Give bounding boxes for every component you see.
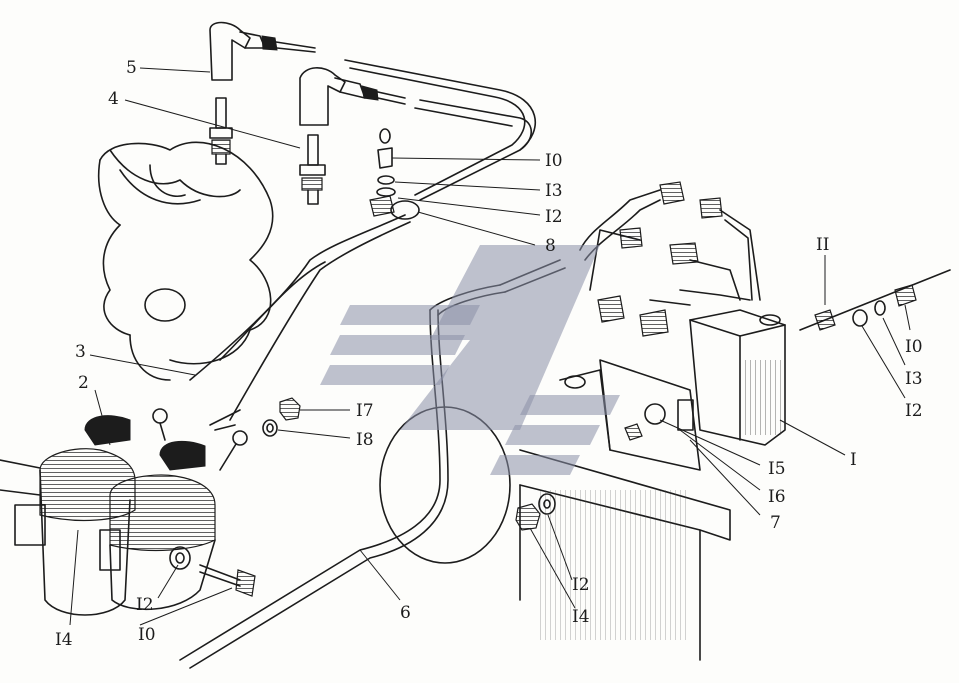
callout-16: I6 xyxy=(768,487,786,507)
radiator-panel xyxy=(519,449,731,661)
callout-10-bottom: I0 xyxy=(138,625,156,645)
bolt-10-bottom xyxy=(199,564,256,597)
control-unit xyxy=(689,309,786,446)
callout-15: I5 xyxy=(768,459,786,479)
callout-6: 6 xyxy=(400,603,411,623)
callout-10-right: I0 xyxy=(905,337,923,357)
spark-plug-cap-right xyxy=(299,67,406,126)
callout-10-top: I0 xyxy=(545,151,563,171)
callout-5: 5 xyxy=(126,58,137,78)
callout-1: I xyxy=(850,450,857,470)
callout-13-top: I3 xyxy=(545,181,563,201)
ht-lead-bundle xyxy=(344,59,536,201)
nut-14-right xyxy=(515,503,541,531)
watermark-logo xyxy=(320,245,620,475)
leader-lines xyxy=(69,67,911,626)
callout-7: 7 xyxy=(770,513,781,533)
engine-block xyxy=(97,141,274,381)
right-fasteners xyxy=(799,269,951,331)
ignition-coil-right xyxy=(99,440,216,611)
nut-17 xyxy=(279,397,301,421)
callout-14-bottom-left: I4 xyxy=(55,630,73,650)
callout-14-bottom-right: I4 xyxy=(572,607,590,627)
callout-17: I7 xyxy=(356,401,374,421)
spark-plug-right xyxy=(299,134,326,205)
callout-3: 3 xyxy=(75,342,86,362)
callout-12-bottom-left: I2 xyxy=(136,595,154,615)
callout-4: 4 xyxy=(108,89,119,109)
callout-2: 2 xyxy=(78,373,89,393)
pulley-circle xyxy=(379,406,511,564)
callout-18: I8 xyxy=(356,430,374,450)
washer-12-right xyxy=(538,493,556,515)
mounting-bracket xyxy=(559,359,701,471)
callout-8: 8 xyxy=(545,236,556,256)
spark-plug-left xyxy=(209,97,233,165)
coil-leads xyxy=(189,214,411,426)
spark-plug-cap-5 xyxy=(209,21,316,81)
callout-12-right: I2 xyxy=(905,401,923,421)
callout-11: II xyxy=(816,235,829,255)
callout-13-right: I3 xyxy=(905,369,923,389)
washer-12-bottom xyxy=(169,546,191,570)
callout-labels: I 2 3 4 5 6 7 8 I0 I3 I2 II I0 I3 I2 I5 … xyxy=(55,58,923,650)
lead-clamp-8 xyxy=(369,128,420,220)
harness-connectors xyxy=(579,181,761,337)
washer-18 xyxy=(262,419,278,437)
ring-terminals xyxy=(152,408,248,471)
callout-12-bottom-right: I2 xyxy=(572,575,590,595)
callout-12-top: I2 xyxy=(545,207,563,227)
